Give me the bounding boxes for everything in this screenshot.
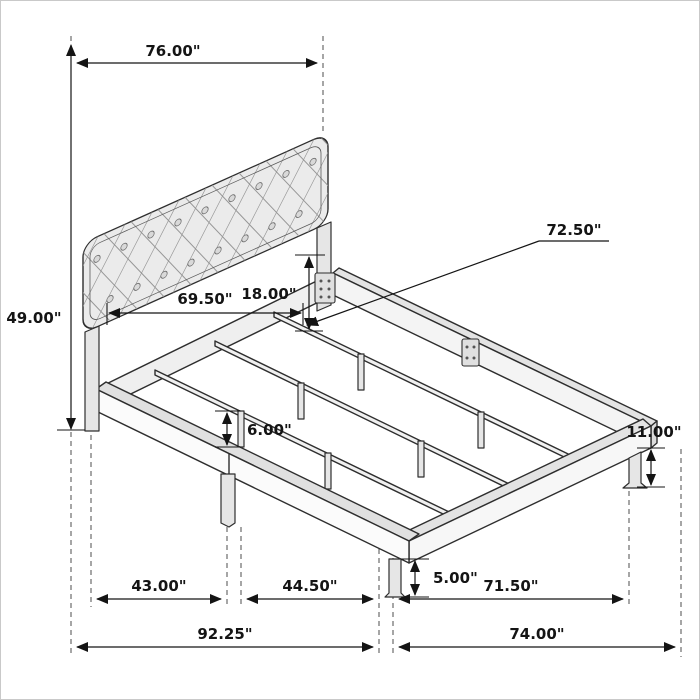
dim-foot-leg-height-label: 5.00" [433,569,478,587]
dim-span-43-label: 43.00" [131,577,186,595]
mid-rail-bracket [461,338,480,367]
headboard-panel [82,133,329,334]
support-leg [417,440,425,478]
dim-span-43: 43.00" [96,577,222,604]
bed-frame [95,267,658,598]
dim-foot-leg-height: 5.00" [401,558,478,598]
extension-lines [70,36,682,657]
dim-overall-length-label: 74.00" [509,625,564,643]
front-left-leg [220,473,236,528]
dim-overall-depth-label: 92.25" [197,625,252,643]
dim-overall-width: 76.00" [76,42,318,68]
dim-center-leg-height: 6.00" [215,410,292,448]
support-leg [357,353,365,391]
dim-headboard-panel-height-label: 18.00" [241,285,296,303]
dim-foot-rail-height: 11.00" [626,423,682,488]
dim-span-71-5: 71.50" [398,577,624,604]
near-side-rail [95,381,420,564]
headboard-left-leg [84,325,100,432]
dim-overall-length: 74.00" [398,625,676,652]
dimensions: 76.00" 49.00" 18.00" 69.50" 72.50" [6,42,682,652]
dim-headboard-height-label: 49.00" [6,309,61,327]
dim-headboard-width-label: 69.50" [177,290,232,308]
foot-rail [400,418,652,564]
dim-overall-width-label: 76.00" [145,42,200,60]
rail-bracket [314,272,336,304]
support-leg [237,410,245,448]
dim-foot-rail-height-label: 11.00" [626,423,681,441]
support-leg [324,452,332,490]
dim-center-rail-length-label: 72.50" [546,221,601,239]
headboard [82,133,336,432]
dim-span-44-5: 44.50" [246,577,374,604]
tufting-pattern [83,133,328,334]
dim-headboard-width: 69.50" [106,290,304,325]
foot-near-leg [384,558,406,598]
dim-center-rail-length: 72.50" [306,221,609,326]
support-leg [297,382,305,420]
foot-far-leg [622,451,648,489]
support-leg [477,411,485,449]
dim-overall-depth: 92.25" [76,625,374,652]
slat-rails [154,311,592,528]
dim-span-44-5-label: 44.50" [282,577,337,595]
dim-headboard-height: 49.00" [6,44,85,431]
dim-center-leg-height-label: 6.00" [247,421,292,439]
dim-span-71-5-label: 71.50" [483,577,538,595]
